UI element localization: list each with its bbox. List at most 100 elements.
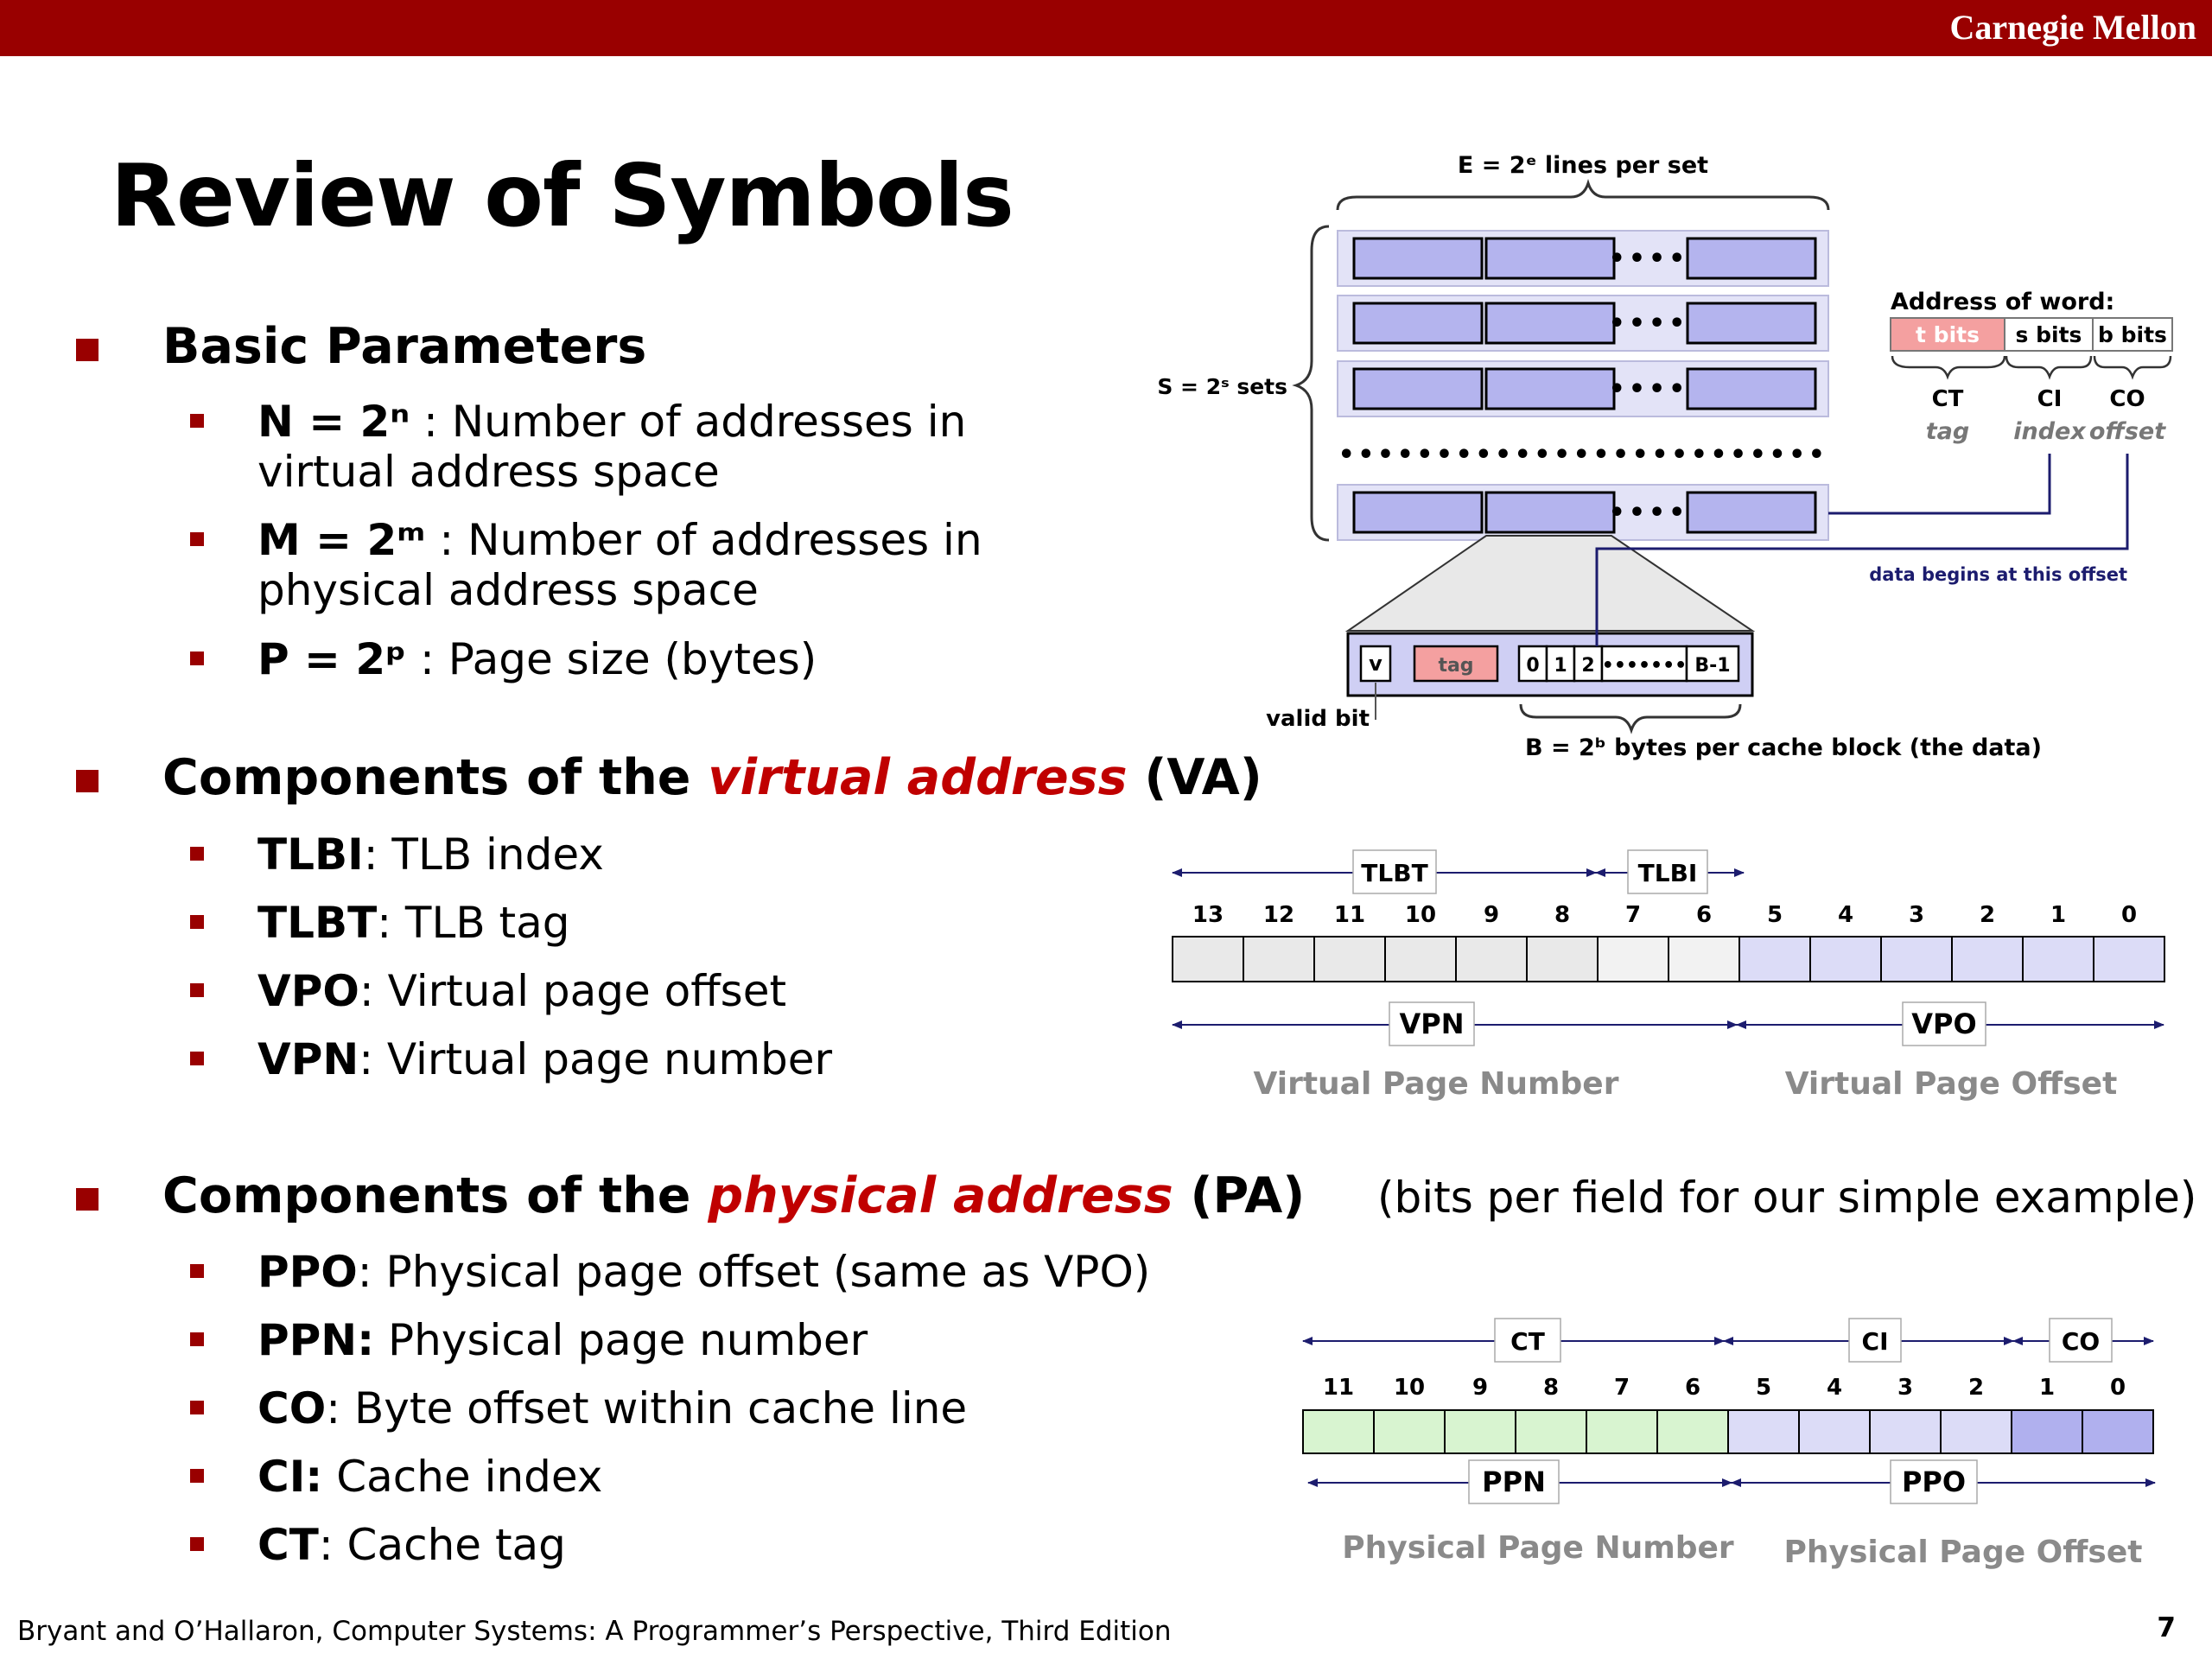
field-role: index [2013, 418, 2087, 445]
bit-number: 5 [1767, 902, 1783, 928]
valid-bit-label: valid bit [1266, 706, 1370, 732]
field-label: CO [2062, 1327, 2100, 1356]
bit-cell [1869, 1409, 1942, 1454]
s-brace [1292, 225, 1330, 542]
ellipsis-dots: •••• [1609, 244, 1689, 274]
bit-number: 13 [1192, 902, 1224, 928]
bit-cell [1384, 936, 1457, 982]
bit-number: 6 [1696, 902, 1712, 928]
field-label: PPO [1902, 1465, 1966, 1498]
heading-highlight: physical address [708, 1167, 1173, 1224]
label-box [1627, 849, 1708, 894]
bit-number: 3 [1909, 902, 1924, 928]
valid-bit-text: v [1369, 652, 1382, 676]
example-note: (bits per field for our simple example) [1377, 1173, 2197, 1223]
bullet-square-icon [190, 847, 204, 861]
bit-cell [1172, 936, 1244, 982]
bit-number: 0 [2121, 902, 2137, 928]
definition-cont: virtual address space [257, 447, 720, 497]
definition: : Byte offset within cache line [326, 1383, 968, 1433]
bit-cell [1738, 936, 1811, 982]
bit-number: 9 [1484, 902, 1499, 928]
heading-highlight: virtual address [708, 749, 1128, 806]
caption: Physical Page Number [1342, 1530, 1734, 1566]
term: VPO [257, 966, 359, 1016]
address-field-box [2092, 317, 2173, 352]
index-connector [1828, 454, 2051, 515]
field-label: CI [1862, 1327, 1889, 1356]
ellipsis-dots: •••• [1609, 374, 1689, 404]
cache-line-block [1352, 302, 1484, 345]
heading-text: Components of the [162, 749, 709, 806]
byte-box [1517, 645, 1548, 683]
bit-number: 6 [1685, 1375, 1700, 1401]
term: TLBT [257, 898, 378, 948]
bit-number: 12 [1263, 902, 1294, 928]
term: PPN: [257, 1315, 375, 1365]
bit-cell [1243, 936, 1315, 982]
cache-line-block [1686, 302, 1817, 345]
field-role: tag [1926, 418, 1969, 445]
bit-number: 7 [1625, 902, 1641, 928]
cache-set-row [1337, 230, 1829, 287]
byte-box [1545, 645, 1576, 683]
bit-cell [1798, 1409, 1871, 1454]
byte-box [1600, 645, 1688, 683]
header-bar: Carnegie Mellon [0, 0, 2212, 56]
bit-number: 8 [1543, 1375, 1559, 1401]
bullet-square-icon [76, 339, 99, 361]
ellipsis-dots: •••• [1609, 498, 1689, 528]
e-brace [1336, 178, 1830, 211]
address-title: Address of word: [1891, 289, 2114, 315]
byte-box [1573, 645, 1604, 683]
e-label: E = 2ᵉ lines per set [1458, 152, 1708, 179]
term: N = 2ⁿ [257, 397, 410, 447]
b-brace [1519, 703, 1742, 734]
term: P = 2ᵖ [257, 634, 407, 684]
address-field-label: s bits [2016, 322, 2082, 347]
zoom-triangle [1344, 535, 1756, 632]
cache-line-block [1484, 237, 1616, 280]
cache-set-row [1337, 484, 1829, 541]
b-label: B = 2ᵇ bytes per cache block (the data) [1525, 734, 2042, 761]
bit-cell [2011, 1409, 2083, 1454]
bit-cell [1809, 936, 1882, 982]
bit-number: 8 [1554, 902, 1570, 928]
definition: Physical page number [374, 1315, 868, 1365]
heading-text: Basic Parameters [162, 318, 647, 375]
bullet-square-icon [190, 652, 204, 665]
definition: : Cache tag [318, 1520, 566, 1570]
label-box [1890, 1459, 1978, 1504]
byte-label: ••••••• [1602, 655, 1687, 677]
bit-number: 1 [2039, 1375, 2055, 1401]
cache-line-block [1686, 237, 1817, 280]
sets-ellipsis: ••••••••••••••••••••••••• [1338, 440, 1828, 470]
expanded-cache-line [1346, 632, 1754, 697]
page-number: 7 [2157, 1612, 2176, 1643]
term: TLBI [257, 830, 364, 880]
tag-text: tag [1438, 655, 1473, 677]
bit-number: 11 [1334, 902, 1365, 928]
bullet-square-icon [190, 915, 204, 929]
definition: : Virtual page number [359, 1034, 833, 1084]
cache-line-block [1484, 302, 1616, 345]
caption: Virtual Page Number [1254, 1066, 1619, 1102]
bit-number: 5 [1756, 1375, 1771, 1401]
bit-cell [1668, 936, 1740, 982]
bullet-square-icon [190, 1052, 204, 1065]
cache-line-block [1484, 491, 1616, 534]
definition: : TLB tag [377, 898, 570, 948]
cache-line-block [1352, 491, 1484, 534]
bit-cell [1597, 936, 1669, 982]
bit-number: 1 [2050, 902, 2066, 928]
cache-line-block [1352, 367, 1484, 410]
cache-line-block [1352, 237, 1484, 280]
offset-note: data begins at this offset [1869, 564, 2127, 585]
bit-number: 0 [2110, 1375, 2126, 1401]
bit-number: 7 [1614, 1375, 1630, 1401]
byte-label: B-1 [1694, 655, 1730, 677]
bit-cell [1586, 1409, 1658, 1454]
term: CT [257, 1520, 319, 1570]
term: CO [257, 1383, 327, 1433]
definition: : Page size (bytes) [406, 634, 817, 684]
